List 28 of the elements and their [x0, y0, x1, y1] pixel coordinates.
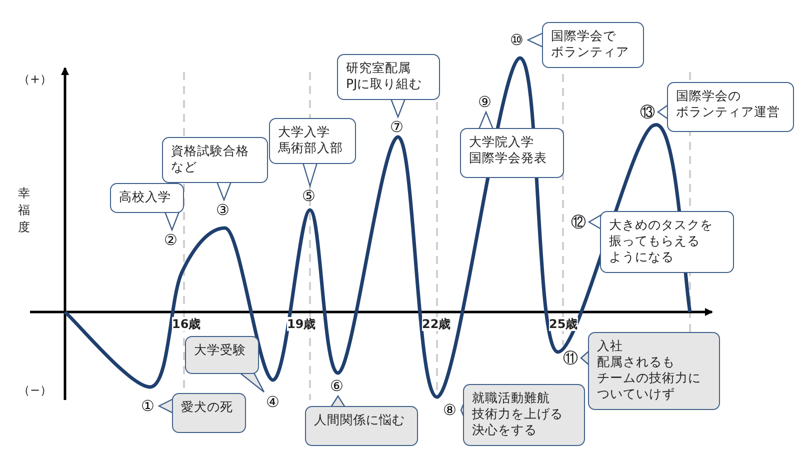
callout-number: ① [141, 398, 154, 414]
speech-bubble: 国際学会のボランティア運営 [667, 82, 794, 132]
callout-number: ⑫ [571, 214, 586, 230]
speech-bubble: 愛犬の死 [172, 393, 246, 433]
callout-number: ⑦ [390, 119, 404, 135]
tick-label: 16歳 [172, 317, 201, 331]
speech-bubble: 国際学会でボランティア [542, 22, 644, 68]
callout-number: ⑩ [510, 32, 524, 48]
speech-bubble: 大きめのタスクを振ってもらえるようになる [600, 211, 734, 273]
callout-number: ⑨ [478, 94, 492, 110]
callout-number: ② [164, 232, 178, 248]
tick-label: 19歳 [287, 317, 316, 331]
callout-number: ⑥ [330, 378, 344, 394]
callout-number: ④ [266, 394, 280, 410]
speech-bubble: 入社配属されるもチームの技術力についていけず [588, 332, 720, 410]
speech-bubble: 大学入学馬術部入部 [269, 118, 356, 164]
speech-bubble: 大学院入学国際学会発表 [460, 128, 564, 178]
callout-number: ③ [216, 202, 230, 218]
callout-number: ⑧ [443, 402, 456, 418]
speech-bubble: 資格試験合格など [162, 137, 268, 183]
callout-number: ⑪ [563, 350, 578, 366]
tick-label: 25歳 [549, 317, 578, 331]
callout-number: ⑬ [640, 104, 655, 120]
speech-bubble: 研究室配属PJに取り組む [337, 54, 440, 100]
callout-number: ⑤ [302, 188, 316, 204]
speech-bubble: 人間関係に悩む [305, 406, 418, 446]
speech-bubble: 就職活動難航技術力を上げる決心をする [463, 384, 585, 446]
tick-label: 22歳 [422, 317, 451, 331]
